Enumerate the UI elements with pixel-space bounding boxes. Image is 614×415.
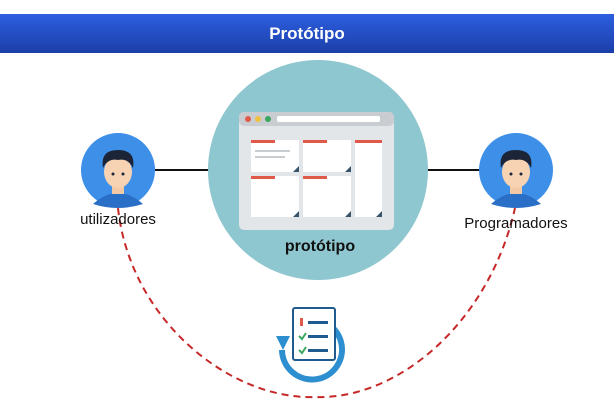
- right-node-label: Programadores: [464, 215, 568, 232]
- feedback-arc: [117, 207, 516, 399]
- prototype-screen-icon: [239, 112, 394, 230]
- title-bar: Protótipo: [0, 14, 614, 53]
- center-node-label: protótipo: [284, 238, 356, 255]
- left-node-label: utilizadores: [80, 211, 156, 228]
- user-avatar-icon-right: [479, 133, 553, 208]
- page-title: Protótipo: [269, 23, 345, 43]
- checklist-cycle-icon: [276, 307, 345, 383]
- user-avatar-icon-left: [81, 133, 155, 208]
